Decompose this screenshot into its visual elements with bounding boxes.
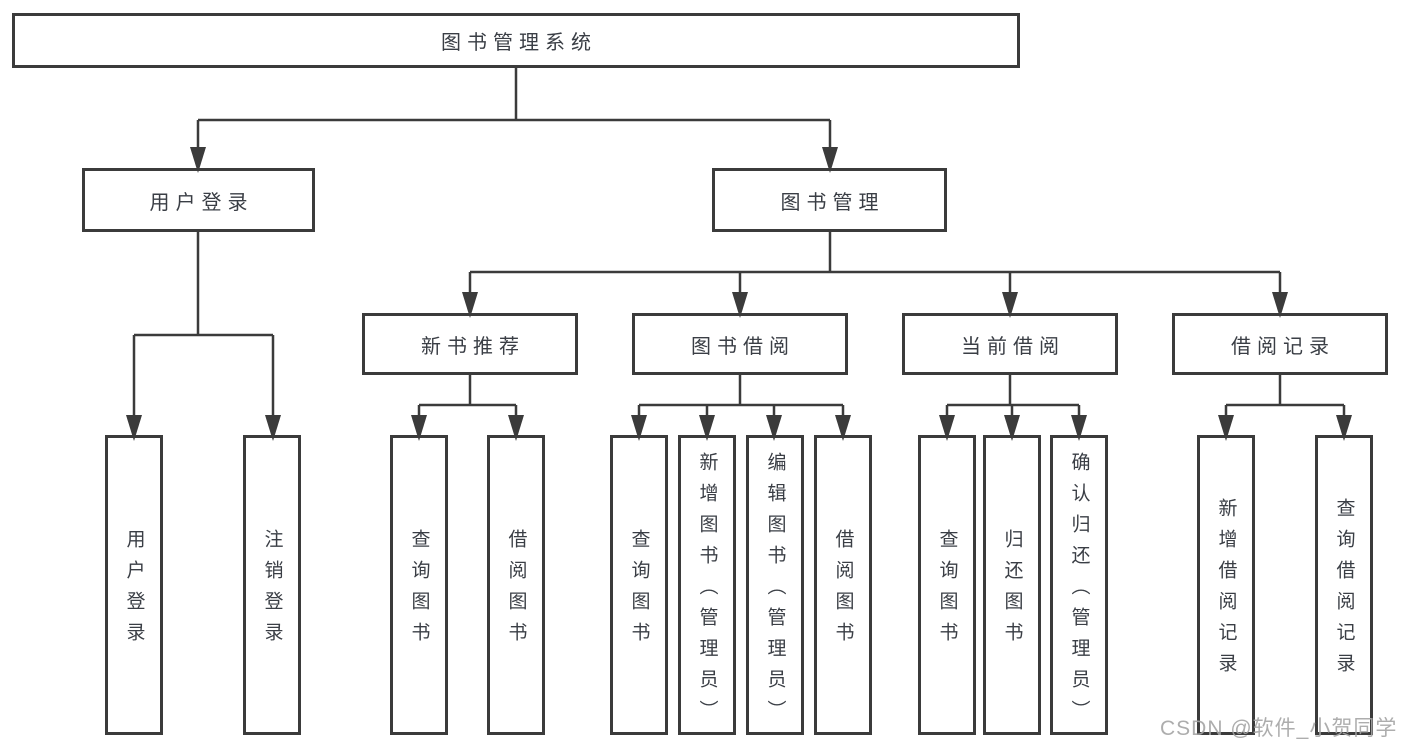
node-leaf-return-books: 归还图书 [983,435,1041,735]
node-borrow-records-label: 借阅记录 [1231,335,1335,358]
node-root: 图书管理系统 [12,13,1020,68]
node-leaf-query-books-recommend-label: 查询图书 [408,529,430,653]
node-book-borrow: 图书借阅 [632,313,848,375]
node-leaf-borrow-books-recommend-label: 借阅图书 [505,529,527,653]
node-leaf-confirm-return-admin-label: 确认归还（管理员） [1068,451,1090,731]
node-leaf-logout: 注销登录 [243,435,301,735]
node-leaf-borrow-books: 借阅图书 [814,435,872,735]
node-book-management-label: 图书管理 [780,191,885,214]
node-leaf-edit-books-admin-label: 编辑图书（管理员） [764,451,786,731]
node-leaf-return-books-label: 归还图书 [1001,529,1023,653]
node-current-borrow: 当前借阅 [902,313,1118,375]
node-borrow-records: 借阅记录 [1172,313,1388,375]
node-root-label: 图书管理系统 [441,32,597,54]
node-leaf-add-books-admin-label: 新增图书（管理员） [696,451,718,731]
node-leaf-query-books-current-label: 查询图书 [936,529,958,653]
node-leaf-query-borrow-record-label: 查询借阅记录 [1333,498,1355,684]
node-new-book-recommend: 新书推荐 [362,313,578,375]
node-leaf-query-books-recommend: 查询图书 [390,435,448,735]
csdn-watermark: CSDN @软件_小贺同学 [1160,717,1398,740]
node-book-management: 图书管理 [712,168,947,232]
node-book-borrow-label: 图书借阅 [691,335,795,358]
node-current-borrow-label: 当前借阅 [961,335,1065,358]
node-leaf-query-borrow-record: 查询借阅记录 [1315,435,1373,735]
node-leaf-user-login-label: 用户登录 [123,529,145,653]
node-leaf-add-books-admin: 新增图书（管理员） [678,435,736,735]
node-leaf-add-borrow-record-label: 新增借阅记录 [1215,498,1237,684]
node-leaf-edit-books-admin: 编辑图书（管理员） [746,435,804,735]
node-leaf-borrow-books-recommend: 借阅图书 [487,435,545,735]
node-leaf-confirm-return-admin: 确认归还（管理员） [1050,435,1108,735]
node-leaf-add-borrow-record: 新增借阅记录 [1197,435,1255,735]
node-new-book-recommend-label: 新书推荐 [421,335,525,358]
node-leaf-user-login: 用户登录 [105,435,163,735]
node-leaf-borrow-books-label: 借阅图书 [832,529,854,653]
node-leaf-query-books-borrow: 查询图书 [610,435,668,735]
node-leaf-query-books-current: 查询图书 [918,435,976,735]
node-user-login: 用户登录 [82,168,315,232]
node-leaf-query-books-borrow-label: 查询图书 [628,529,650,653]
node-leaf-logout-label: 注销登录 [261,529,283,653]
node-user-login-label: 用户登录 [149,191,254,214]
